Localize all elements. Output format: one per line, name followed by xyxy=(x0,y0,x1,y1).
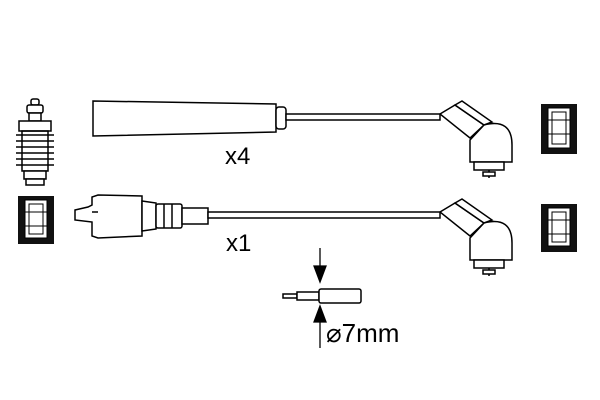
cable-cross-section xyxy=(282,288,362,304)
lower-quantity-label: x1 xyxy=(226,230,251,257)
spark-plug-icon xyxy=(16,98,54,186)
terminal-cap-icon xyxy=(541,204,577,252)
angled-boot-icon xyxy=(438,198,513,276)
arrow-icon xyxy=(313,304,327,348)
terminal-cap-icon xyxy=(18,196,54,244)
upper-quantity-label: x4 xyxy=(225,143,250,170)
angled-boot-icon xyxy=(438,100,513,178)
diameter-label: ⌀7mm xyxy=(326,318,399,348)
upper-cable xyxy=(92,100,513,178)
terminal-cap-icon xyxy=(541,104,577,154)
arrow-icon xyxy=(313,248,327,284)
lower-cable xyxy=(74,194,513,276)
